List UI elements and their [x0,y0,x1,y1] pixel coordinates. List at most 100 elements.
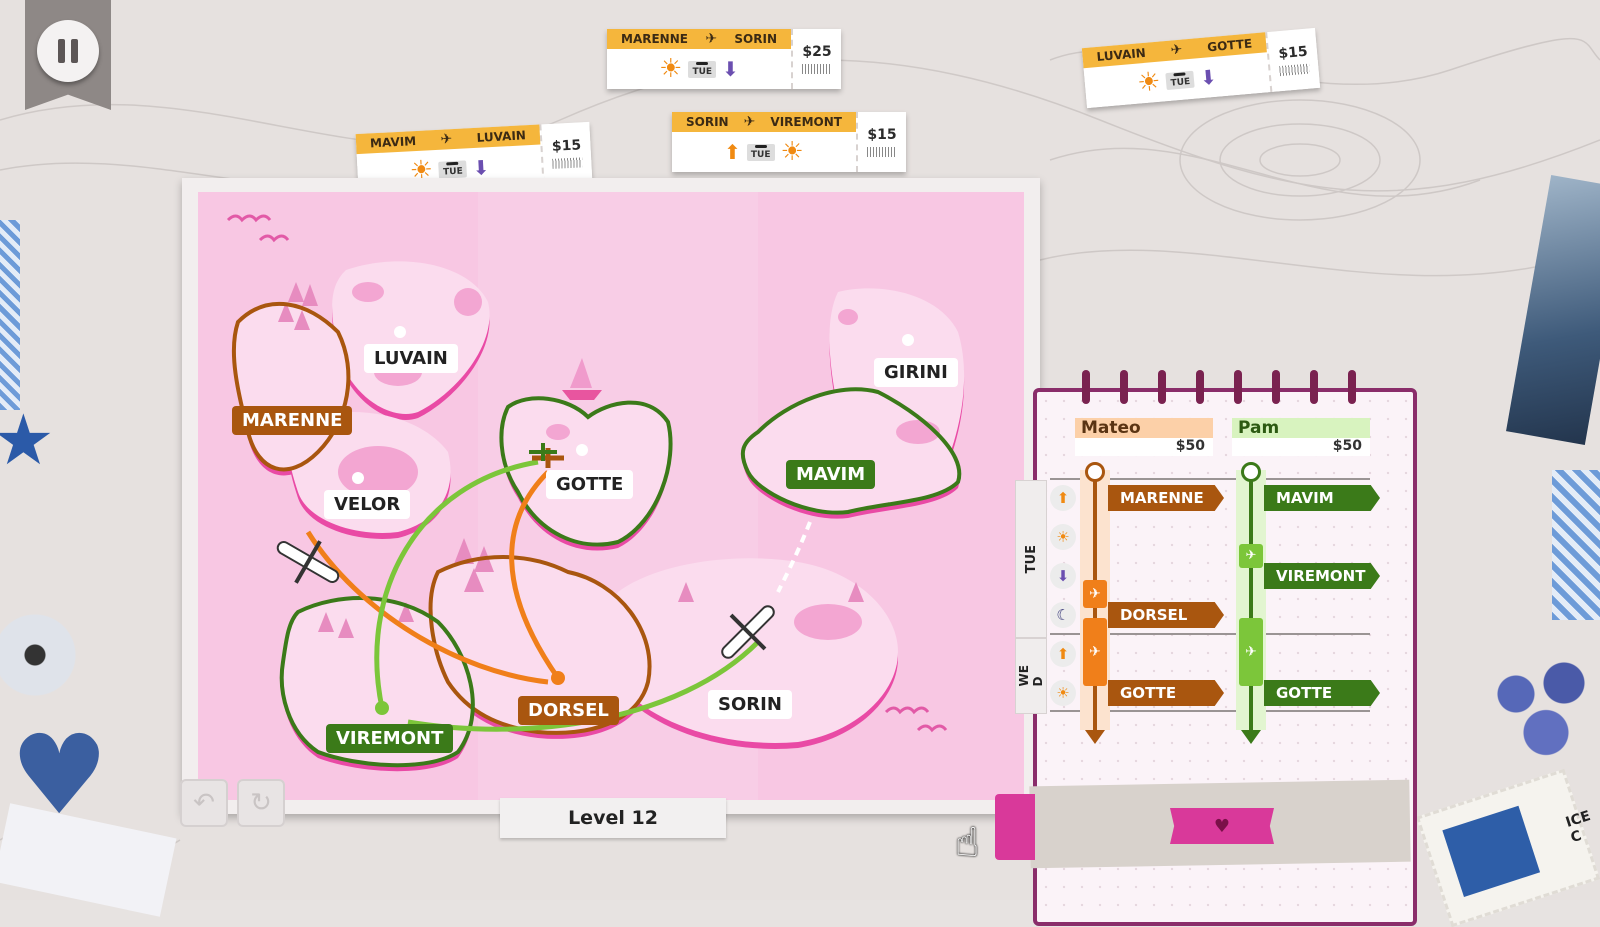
city-velor[interactable]: VELOR [324,490,411,519]
city-gotte[interactable]: GOTTE [546,470,634,499]
pause-button[interactable] [37,20,99,82]
map-board: LUVAIN MARENNE VELOR GOTTE GIRINI MAVIM … [182,178,1040,814]
notebook-ring [1196,370,1204,404]
undo-button[interactable]: ↶ [180,779,228,827]
barcode [552,157,583,169]
day-tab-wed: WE D [1015,638,1047,714]
day-tab-tue: TUE [1015,480,1047,638]
sun-icon: ☀ [1135,66,1162,99]
ticket-price: $25 [802,44,832,60]
player-name: Pam [1232,418,1370,438]
row-divider [1050,633,1370,635]
city-girini[interactable]: GIRINI [874,358,958,387]
star-icon: ★ [0,399,55,481]
sun-icon: ☀ [659,54,683,84]
mateo-stop-dorsel[interactable]: DORSEL [1108,602,1224,628]
mateo-stop-gotte[interactable]: GOTTE [1108,680,1224,706]
ticket-day: TUE [438,159,468,179]
mateo-end-arrow [1085,730,1105,744]
ticket-from: MAVIM [369,134,417,151]
ticket-to: LUVAIN [476,128,527,145]
player-mateo-header: Mateo $50 [1075,418,1213,456]
ticket-sorin-viremont[interactable]: SORIN ✈ VIREMONT ⬆ TUE ☀ $15 [672,112,906,172]
decor-fabric-strip [0,220,20,410]
player-money: $50 [1075,438,1213,456]
ticket-marenne-sorin[interactable]: MARENNE ✈ SORIN ☀ TUE ⬇ $25 [607,29,841,89]
notebook-ring [1272,370,1280,404]
plane-icon: ✈ [705,31,718,47]
map-surface: LUVAIN MARENNE VELOR GOTTE GIRINI MAVIM … [198,192,1024,800]
land-icon: ⬇ [722,57,739,81]
decor-flower [0,610,80,700]
land-icon: ⬇ [471,155,490,181]
takeoff-icon: ⬆ [724,140,741,164]
plane-icon: ✈ [743,114,756,130]
land-icon: ⬇ [1050,563,1076,589]
ticket-day: TUE [1165,70,1195,90]
pause-icon [55,39,81,63]
barcode [1279,63,1310,77]
notebook-ring [1158,370,1166,404]
notebook-ring [1310,370,1318,404]
plane-icon: ✈ [1169,41,1184,59]
mateo-start-node[interactable] [1085,462,1105,482]
city-luvain[interactable]: LUVAIN [364,344,458,373]
ticket-price: $15 [551,137,582,155]
sun-icon: ☀ [1050,524,1076,550]
city-viremont[interactable]: VIREMONT [326,724,454,753]
sun-icon: ☀ [1050,680,1076,706]
moon-icon: ☾ [1050,602,1076,628]
decor-fabric-strip-right [1552,470,1600,620]
confirm-button[interactable]: ♥ [1170,808,1274,844]
pam-stop-gotte[interactable]: GOTTE [1264,680,1380,706]
takeoff-icon: ⬆ [1050,641,1076,667]
mateo-stop-marenne[interactable]: MARENNE [1108,485,1224,511]
player-money: $50 [1232,438,1370,456]
ticket-to: VIREMONT [770,115,842,129]
ticket-from: SORIN [686,115,729,129]
notebook-ring [1082,370,1090,404]
takeoff-icon: ⬆ [1050,485,1076,511]
level-label: Level 12 [500,798,726,838]
barcode [867,147,897,157]
notebook-ring [1234,370,1242,404]
ticket-to: GOTTE [1206,36,1253,55]
mateo-flight-block[interactable]: ✈ [1083,580,1107,608]
barcode [802,64,832,74]
mateo-flight-block[interactable]: ✈ [1083,618,1107,686]
pam-stop-viremont[interactable]: VIREMONT [1264,563,1380,589]
ticket-to: SORIN [734,32,777,46]
city-mavim[interactable]: MAVIM [786,460,876,489]
hand-cursor-icon: ☝ [955,820,980,866]
row-divider [1050,478,1370,480]
city-dorsel[interactable]: DORSEL [518,696,619,725]
player-pam-header: Pam $50 [1232,418,1370,456]
ticket-price: $15 [867,127,897,143]
sun-icon: ☀ [780,137,804,167]
pink-tab [995,794,1035,860]
pam-track-line [1249,475,1253,730]
reset-icon: ↻ [250,788,272,818]
ticket-price: $15 [1277,43,1309,63]
notebook-ring [1348,370,1356,404]
city-sorin[interactable]: SORIN [708,690,792,719]
pam-start-node[interactable] [1241,462,1261,482]
city-marenne[interactable]: MARENNE [232,406,353,435]
undo-icon: ↶ [193,788,215,818]
heart-icon: ♥ [1213,815,1231,837]
pam-flight-block[interactable]: ✈ [1239,618,1263,686]
player-name: Mateo [1075,418,1213,438]
reset-button[interactable]: ↻ [237,779,285,827]
decor-hydrangea [1480,650,1600,760]
row-divider [1050,710,1370,712]
ticket-day: TUE [746,143,775,161]
ticket-from: MARENNE [621,32,688,46]
pam-flight-block[interactable]: ✈ [1239,544,1263,568]
notebook-ring [1120,370,1128,404]
pam-end-arrow [1241,730,1261,744]
pam-stop-mavim[interactable]: MAVIM [1264,485,1380,511]
ticket-day: TUE [688,60,717,78]
ticket-from: LUVAIN [1096,45,1147,65]
plane-icon: ✈ [440,131,453,148]
land-icon: ⬇ [1198,64,1218,91]
